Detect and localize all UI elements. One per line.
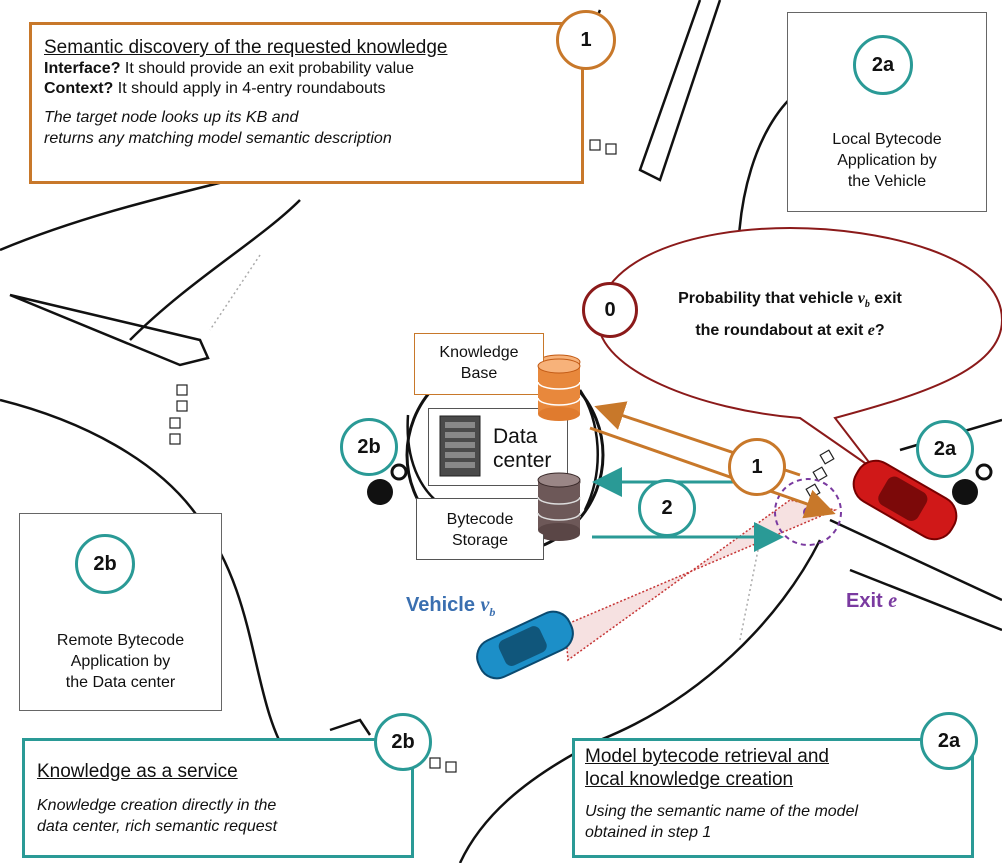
step-0-badge: 0 [582, 282, 638, 338]
kaas-badge: 2b [374, 713, 432, 771]
arrow-step-1-badge: 1 [728, 438, 786, 496]
kaas-note: Knowledge creation directly in the data … [37, 797, 278, 835]
kaas-title: Knowledge as a service [37, 761, 238, 782]
remote-bytecode-text: Remote Bytecode Application by the Data … [56, 632, 185, 691]
interface-line: Interface? It should provide an exit pro… [44, 60, 414, 77]
local-bytecode-text: Local Bytecode Application by the Vehicl… [832, 131, 942, 190]
knowledge-as-a-service-box: Knowledge as a service Knowledge creatio… [22, 738, 414, 858]
arrow-step-2-badge: 2 [638, 479, 696, 537]
retrieval-title: Model bytecode retrieval and local knowl… [585, 746, 829, 790]
semantic-discovery-title: Semantic discovery of the requested know… [44, 37, 448, 58]
question-text: Probability that vehicle vb exit the rou… [678, 290, 902, 340]
exit-label: Exit e [846, 590, 898, 612]
datacenter-badge: 2b [340, 418, 398, 476]
blue-car-icon [476, 610, 574, 680]
local-badge: 2a [853, 35, 913, 95]
step-1-badge: 1 [556, 10, 616, 70]
red-car-icon [852, 459, 958, 541]
remote-badge: 2b [75, 534, 135, 594]
speech-bubble [596, 226, 1002, 471]
model-retrieval-box: Model bytecode retrieval and local knowl… [572, 738, 974, 858]
exit-circle [774, 478, 842, 546]
car-badge: 2a [916, 420, 974, 478]
semantic-discovery-box: Semantic discovery of the requested know… [29, 22, 584, 184]
context-line: Context? It should apply in 4-entry roun… [44, 80, 386, 97]
local-bytecode-box: 2a Local Bytecode Application by the Veh… [787, 12, 987, 212]
sensor-cone [564, 499, 838, 662]
vehicle-label: Vehicle vb [406, 594, 496, 619]
semantic-discovery-note: The target node looks up its KB and retu… [44, 109, 392, 147]
retrieval-badge: 2a [920, 712, 978, 770]
retrieval-note: Using the semantic name of the model obt… [585, 803, 859, 841]
remote-bytecode-box: 2b Remote Bytecode Application by the Da… [19, 513, 222, 711]
crosswalk-squares [169, 139, 835, 773]
data-center-label: Data center [428, 408, 568, 486]
